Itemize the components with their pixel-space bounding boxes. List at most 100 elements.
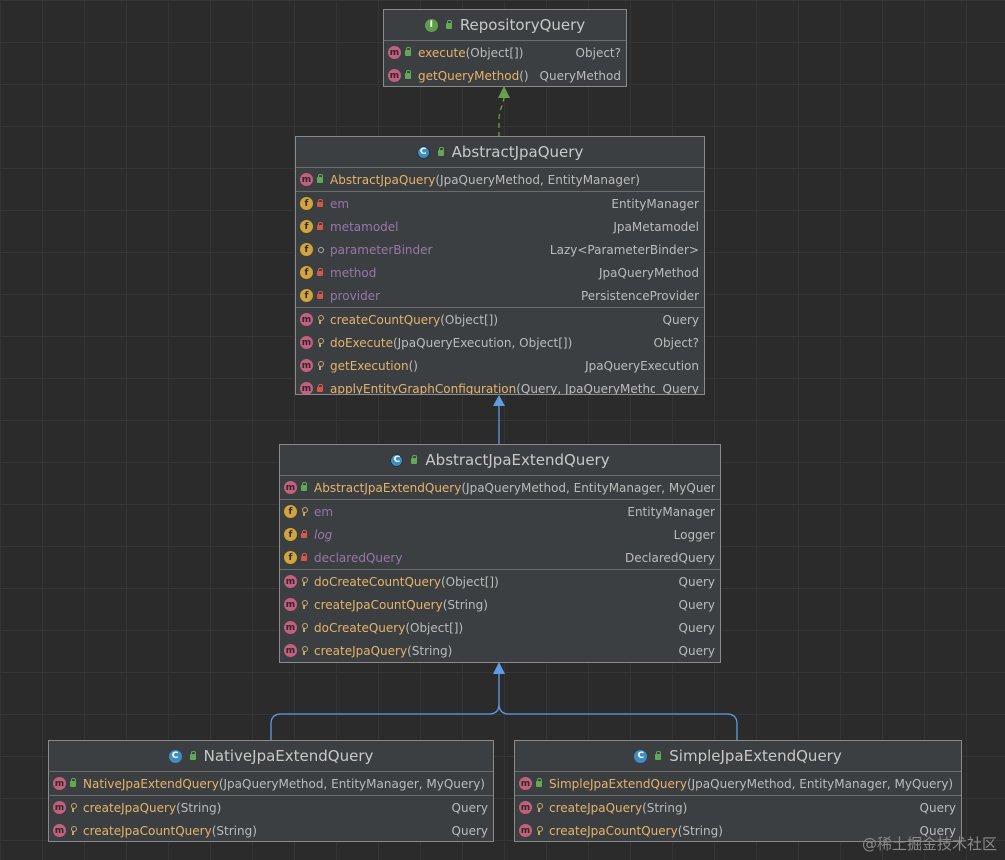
- constructor-row[interactable]: m SimpleJpaExtendQuery (JpaQueryMethod, …: [515, 772, 961, 795]
- method-icon: m: [53, 824, 66, 837]
- method-icon: m: [53, 801, 66, 814]
- member-name: SimpleJpaExtendQuery: [549, 776, 687, 791]
- edge-implements-abstract-jpa-query: [498, 97, 505, 137]
- method-row[interactable]: m createCountQuery (Object[]) Query: [296, 308, 704, 331]
- method-row[interactable]: m doExecute (JpaQueryExecution, Object[]…: [296, 331, 704, 354]
- field-row[interactable]: f parameterBinder Lazy<ParameterBinder>: [296, 238, 704, 261]
- member-type: JpaQueryMethod: [599, 265, 699, 280]
- method-icon: m: [284, 644, 297, 657]
- methods-section: m createCountQuery (Object[]) Query m do…: [296, 308, 704, 395]
- method-row[interactable]: m createJpaCountQuery (String) Query: [280, 593, 720, 616]
- member-params: (Object[]): [465, 45, 524, 60]
- member-name: doExecute: [330, 335, 393, 350]
- method-row[interactable]: m createJpaQuery (String) Query: [49, 796, 493, 819]
- method-row[interactable]: m createJpaQuery (String) Query: [280, 639, 720, 662]
- member-name: metamodel: [330, 219, 399, 234]
- method-icon: m: [284, 481, 297, 494]
- private-visibility-icon: [300, 553, 308, 562]
- public-visibility-icon: [410, 454, 418, 465]
- member-name: parameterBinder: [330, 242, 433, 257]
- member-params: (String): [211, 823, 257, 838]
- member-type: Logger: [673, 527, 715, 542]
- public-visibility-icon: [535, 778, 543, 788]
- member-name: createJpaQuery: [549, 800, 643, 815]
- member-name: createJpaQuery: [83, 800, 177, 815]
- method-row[interactable]: m createJpaCountQuery (String) Query: [49, 819, 493, 841]
- constructor-row[interactable]: m AbstractJpaExtendQuery (JpaQueryMethod…: [280, 476, 720, 499]
- constructors-section: m AbstractJpaExtendQuery (JpaQueryMethod…: [280, 476, 720, 500]
- method-icon: m: [300, 382, 313, 394]
- member-type: Query: [678, 597, 715, 612]
- public-visibility-icon: [654, 750, 662, 761]
- node-native-jpa-extend-query[interactable]: C NativeJpaExtendQuery m NativeJpaExtend…: [48, 740, 494, 842]
- constructor-row[interactable]: m AbstractJpaQuery (JpaQueryMethod, Enti…: [296, 168, 704, 191]
- member-type: Query: [678, 620, 715, 635]
- public-visibility-icon: [445, 19, 453, 30]
- node-simple-jpa-extend-query[interactable]: C SimpleJpaExtendQuery m SimpleJpaExtend…: [514, 740, 962, 842]
- member-params: (Object[]): [440, 312, 499, 327]
- field-icon: f: [284, 551, 297, 564]
- abstract-class-icon: C: [416, 145, 430, 159]
- node-header: I RepositoryQuery: [384, 10, 626, 41]
- member-params: (String): [442, 597, 488, 612]
- member-name: NativeJpaExtendQuery: [83, 776, 219, 791]
- protected-visibility-icon: [300, 600, 308, 609]
- node-abstract-jpa-extend-query[interactable]: C AbstractJpaExtendQuery m AbstractJpaEx…: [279, 444, 721, 663]
- field-row[interactable]: f em EntityManager: [296, 192, 704, 215]
- member-type: Object?: [575, 45, 621, 60]
- edge-extends-arrowhead-2: [493, 662, 505, 674]
- member-name: createJpaCountQuery: [314, 597, 443, 612]
- node-repository-query[interactable]: I RepositoryQuery m execute (Object[]) O…: [383, 9, 627, 87]
- member-type: Query: [662, 381, 699, 395]
- method-row[interactable]: m applyEntityGraphConfiguration (Query, …: [296, 377, 704, 395]
- field-row[interactable]: f log Logger: [280, 523, 720, 546]
- method-icon: m: [300, 173, 313, 186]
- member-name: AbstractJpaQuery: [330, 172, 436, 187]
- member-name: log: [314, 527, 333, 542]
- member-type: Query: [451, 823, 488, 838]
- member-name: AbstractJpaExtendQuery: [314, 480, 462, 495]
- public-visibility-icon: [404, 70, 412, 80]
- member-name: createJpaQuery: [314, 643, 408, 658]
- node-header: C SimpleJpaExtendQuery: [515, 741, 961, 772]
- method-row[interactable]: m doCreateCountQuery (Object[]) Query: [280, 570, 720, 593]
- member-params: (String): [642, 800, 688, 815]
- protected-visibility-icon: [316, 361, 324, 370]
- method-row[interactable]: m doCreateQuery (Object[]) Query: [280, 616, 720, 639]
- member-type: Query: [919, 823, 956, 838]
- method-row[interactable]: m execute (Object[]) Object?: [384, 41, 626, 64]
- member-params: (JpaQueryMethod, EntityManager, MyQuery): [686, 776, 954, 791]
- method-icon: m: [53, 777, 66, 790]
- protected-visibility-icon: [316, 338, 324, 347]
- methods-section: m execute (Object[]) Object? m getQueryM…: [384, 41, 626, 86]
- public-visibility-icon: [189, 750, 197, 761]
- class-icon: C: [168, 749, 182, 763]
- method-row[interactable]: m createJpaQuery (String) Query: [515, 796, 961, 819]
- member-name: createJpaCountQuery: [83, 823, 212, 838]
- field-icon: f: [300, 220, 313, 233]
- protected-visibility-icon: [300, 623, 308, 632]
- method-row[interactable]: m getExecution () JpaQueryExecution: [296, 354, 704, 377]
- method-row[interactable]: m getQueryMethod () QueryMethod: [384, 64, 626, 86]
- field-row[interactable]: f provider PersistenceProvider: [296, 284, 704, 307]
- node-abstract-jpa-query[interactable]: C AbstractJpaQuery m AbstractJpaQuery (J…: [295, 136, 705, 395]
- member-name: doCreateQuery: [314, 620, 406, 635]
- field-row[interactable]: f declaredQuery DeclaredQuery: [280, 546, 720, 569]
- field-row[interactable]: f method JpaQueryMethod: [296, 261, 704, 284]
- edge-implements-arrowhead: [498, 86, 510, 98]
- constructors-section: m NativeJpaExtendQuery (JpaQueryMethod, …: [49, 772, 493, 796]
- edge-extends-arrowhead-1: [493, 395, 505, 406]
- constructor-row[interactable]: m NativeJpaExtendQuery (JpaQueryMethod, …: [49, 772, 493, 795]
- field-row[interactable]: f metamodel JpaMetamodel: [296, 215, 704, 238]
- member-params: (String): [407, 643, 453, 658]
- member-name: createCountQuery: [330, 312, 441, 327]
- method-icon: m: [284, 621, 297, 634]
- field-row[interactable]: f em EntityManager: [280, 500, 720, 523]
- watermark: @稀土掘金技术社区: [861, 835, 997, 853]
- member-type: DeclaredQuery: [624, 550, 715, 565]
- class-icon: C: [634, 749, 648, 763]
- method-row[interactable]: m createJpaCountQuery (String) Query: [515, 819, 961, 841]
- fields-section: f em EntityManager f metamodel JpaMetamo…: [296, 192, 704, 308]
- protected-visibility-icon: [300, 577, 308, 586]
- member-params: (String): [677, 823, 723, 838]
